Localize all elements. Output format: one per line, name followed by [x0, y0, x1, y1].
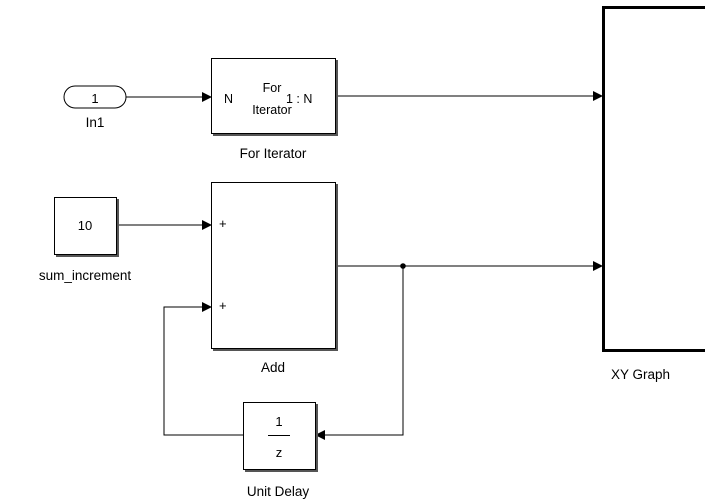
unit-delay-denominator: z	[275, 445, 283, 460]
add-block[interactable]	[211, 182, 336, 349]
xy-graph-block[interactable]	[602, 6, 705, 352]
signal-branch-to-unit-delay[interactable]	[315, 266, 404, 440]
add-label: Add	[260, 360, 286, 375]
sum-increment-value: 10	[77, 218, 93, 233]
for-iterator-title-line2: Iterator	[252, 103, 292, 117]
sum-increment-block[interactable]	[54, 197, 117, 255]
in1-block-shape[interactable]	[63, 85, 127, 109]
unit-delay-block[interactable]	[243, 402, 316, 470]
unit-delay-numerator: 1	[275, 414, 283, 429]
sum-increment-label: sum_increment	[38, 268, 132, 283]
in1-label: In1	[85, 115, 105, 130]
for-iterator-label: For Iterator	[239, 146, 307, 161]
add-port2-sign: +	[219, 298, 227, 313]
in1-value: 1	[91, 91, 99, 106]
xy-graph-label: XY Graph	[611, 367, 671, 382]
for-iterator-port-in: N	[224, 92, 234, 106]
unit-delay-label: Unit Delay	[246, 484, 310, 499]
for-iterator-title-line1: For	[262, 81, 282, 95]
for-iterator-port-out: 1 : N	[286, 92, 313, 106]
unit-delay-fraction-bar	[268, 435, 290, 436]
signal-unit-delay-to-add[interactable]	[163, 302, 243, 436]
for-iterator-block[interactable]	[211, 58, 336, 134]
add-port1-sign: +	[219, 216, 227, 231]
